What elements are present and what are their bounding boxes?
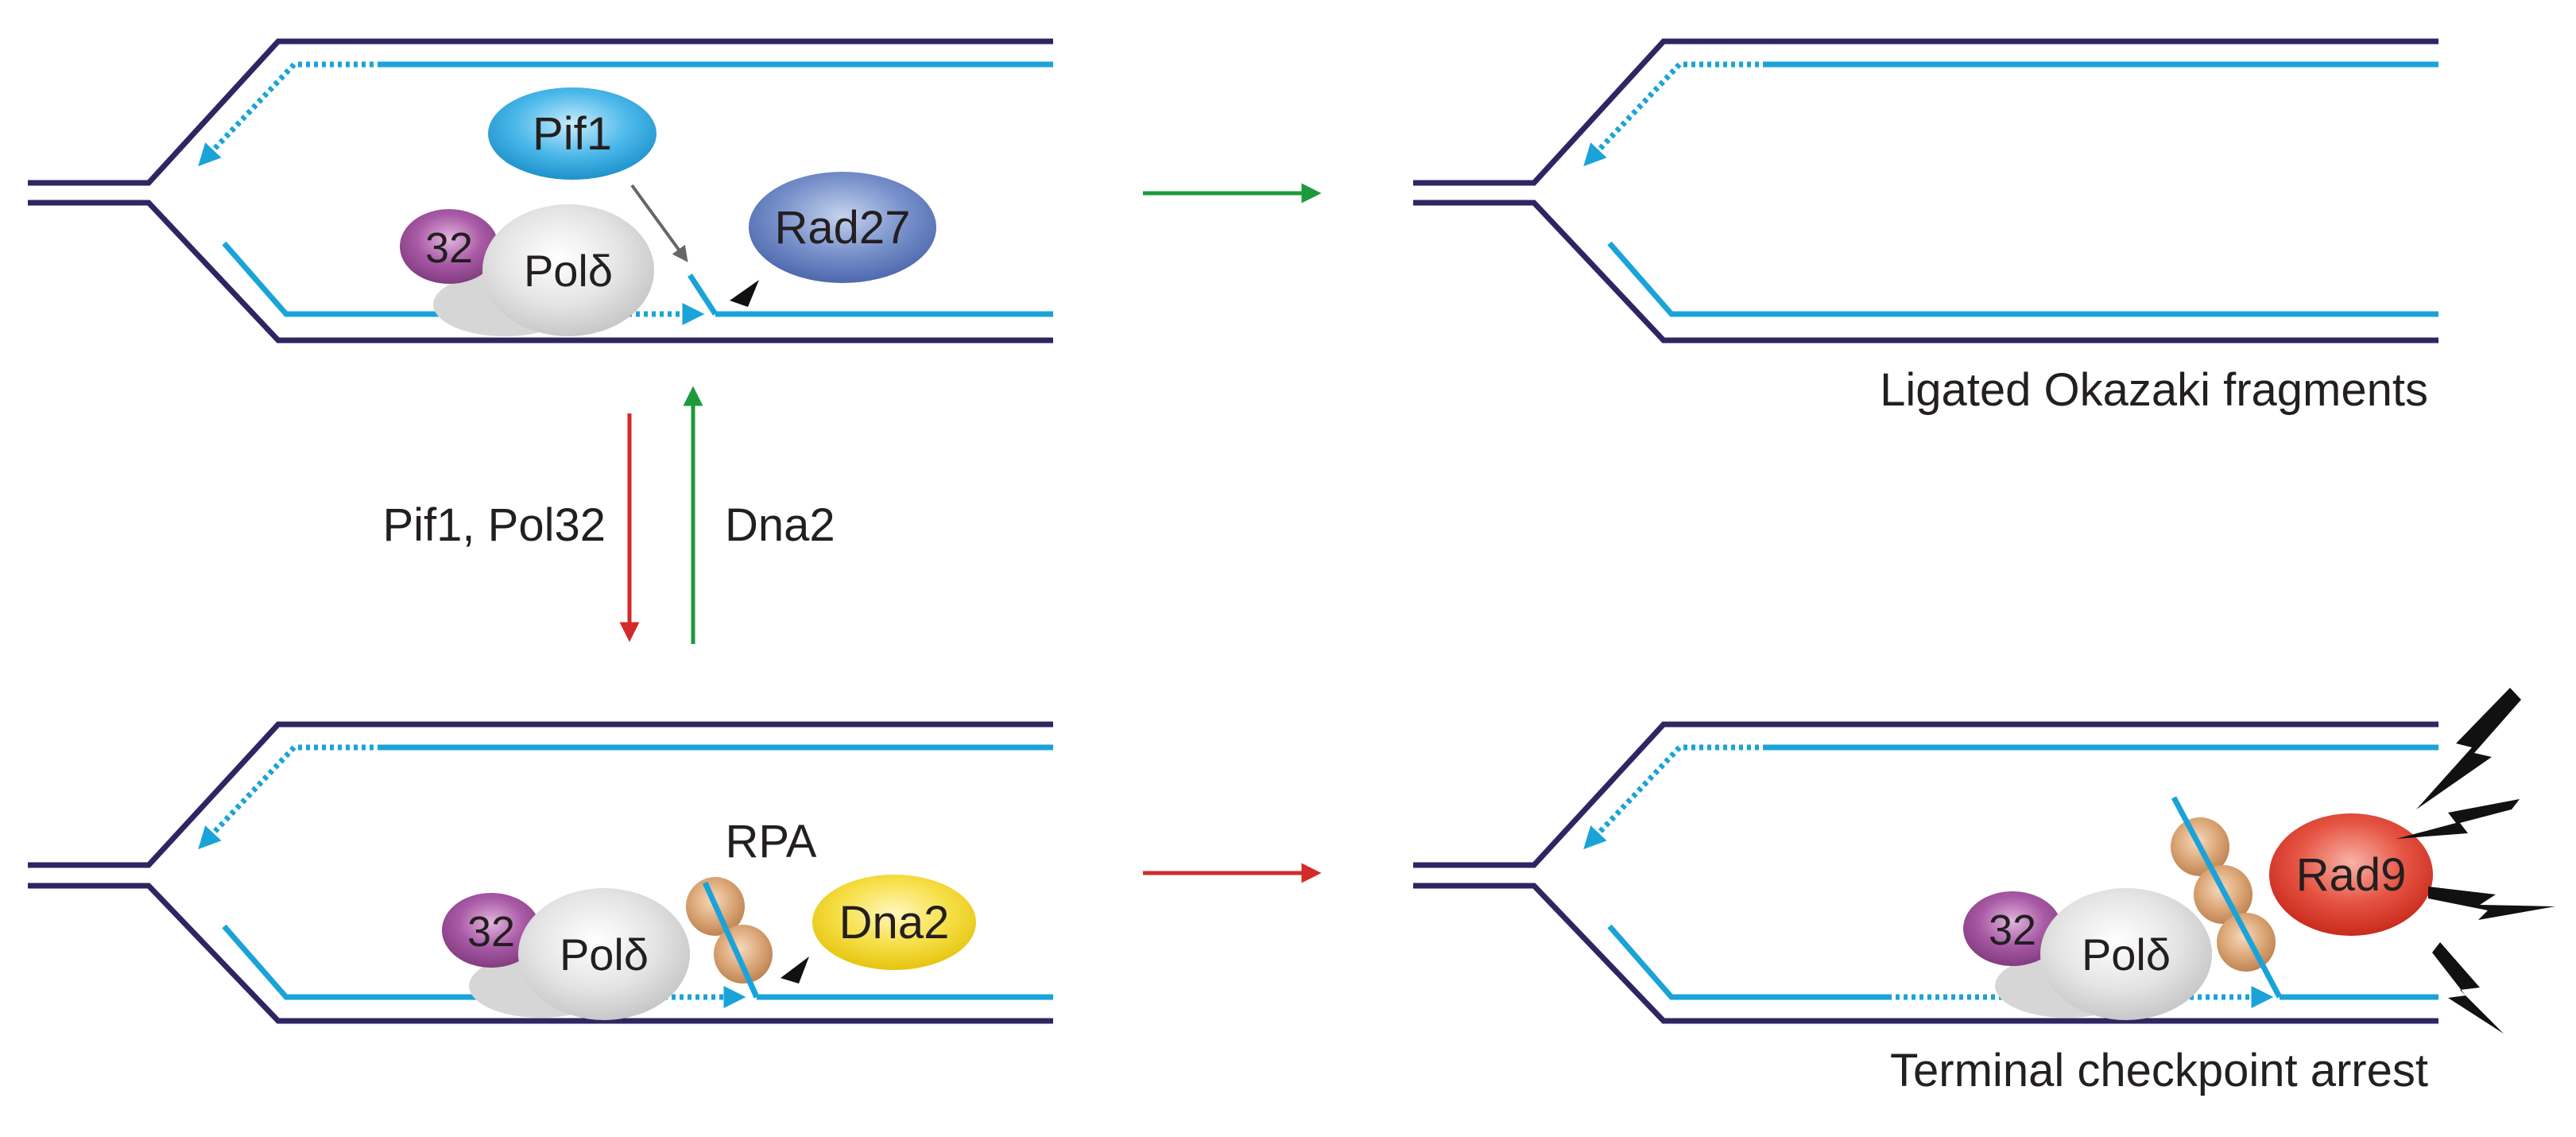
rpa-subunit [714,925,773,984]
rad9-label: Rad9 [2296,849,2407,901]
dna2-nuclease [812,875,976,970]
transition-arrows: Pif1, Pol32 Dna2 [382,183,1322,883]
parental-strand-bottom [28,883,1053,1024]
ligated-okazaki-fragments-label: Ligated Okazaki fragments [1880,364,2428,416]
lightning-bolt-icon [2432,942,2504,1034]
pif1-label: Pif1 [533,108,612,160]
lightning-bolt-icon [2396,799,2520,839]
dna2-cleavage-site [781,957,809,984]
panel-top-right: Ligated Okazaki fragments [1413,38,2438,416]
pold-polymerase [2040,888,2212,1020]
parental-strand-bottom [28,200,1053,343]
parental-strand-top [1413,721,2438,868]
displaced-flap [688,274,718,316]
pold-polymerase [518,888,690,1020]
parental-strand-top [1413,38,2438,186]
pol32-subunit [400,209,498,284]
dna2-label: Dna2 [839,897,950,949]
nascent-strand-left [1607,924,1888,1000]
ligated-nascent-strand [1607,241,2438,317]
rpa-label: RPA [726,816,817,867]
panel-top-left: 32 Polδ Pif1 Rad27 [28,38,1053,343]
dna2-arrow-label: Dna2 [725,499,835,551]
pold-label: Polδ [524,246,613,296]
pold-polymerase [482,204,654,336]
pif1-helicase [485,84,660,183]
rad27-cleavage-site [730,280,759,307]
rad27-label: Rad27 [775,202,911,254]
rad9-checkpoint-protein [2269,813,2433,936]
okazaki-primer-dotted [1583,744,1759,850]
pol32-subunit [442,893,540,968]
lightning-bolt-icon [2416,688,2521,809]
pol32-label: 32 [1989,906,2036,954]
panel-bottom-right: 32 Polδ Rad9 Terminal checkpoint arrest [1413,688,2555,1096]
pif1-pol32-arrow-label: Pif1, Pol32 [382,499,606,551]
pif1-action-arrow [630,184,688,262]
lightning-bolt-icon [2428,887,2555,920]
pol32-label: 32 [425,224,473,272]
nascent-strand-left [222,924,529,1000]
terminal-checkpoint-arrest-label: Terminal checkpoint arrest [1890,1045,2428,1096]
long-displaced-flap [2171,796,2283,999]
parental-strand-top [28,721,1053,868]
pold-label: Polδ [560,929,649,980]
pol32-subunit [1963,891,2062,966]
okazaki-primer-dotted [1583,61,1759,167]
parental-strand-bottom [1413,200,2438,343]
nascent-strand-left [222,241,493,317]
parental-strand-bottom [1413,883,2438,1024]
rpa-subunit [2217,913,2276,972]
okazaki-primer-dotted [198,744,374,850]
pold-label: Polδ [2082,929,2171,980]
okazaki-primer-dotted [198,61,374,167]
rad27-nuclease [749,172,936,283]
pol32-label: 32 [467,908,515,956]
long-displaced-flap-overlay [702,881,760,999]
panel-bottom-left: RPA 32 Polδ Dna2 [28,721,1053,1024]
parental-strand-top [28,38,1053,186]
